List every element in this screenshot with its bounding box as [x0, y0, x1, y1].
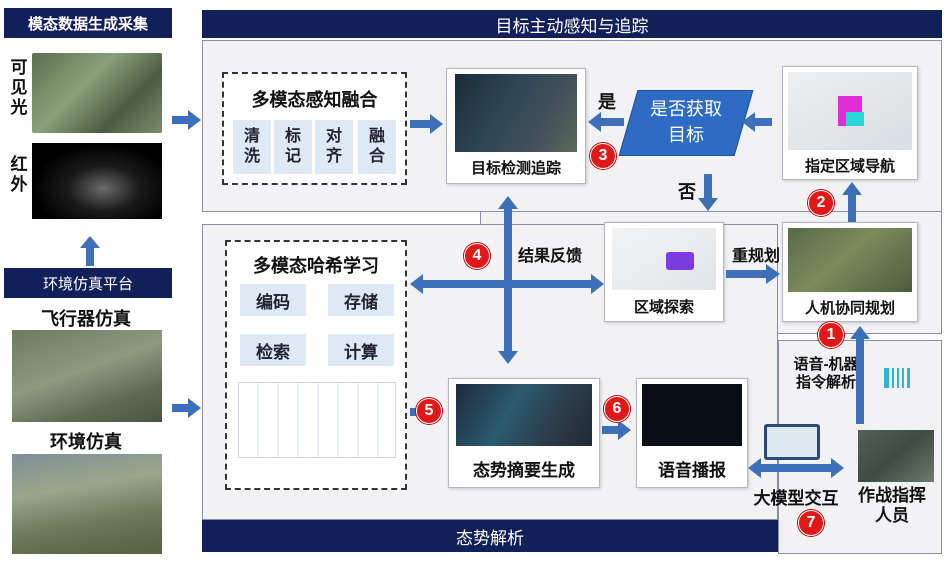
- commander-label: 作战指挥人员: [858, 486, 926, 525]
- env-sim-image: [12, 454, 162, 554]
- env-sim-label: 环境仿真: [50, 432, 122, 452]
- badge-2: 2: [808, 190, 834, 216]
- badge-7: 7: [798, 510, 824, 536]
- arrow-coplan-to-nav: [842, 182, 862, 222]
- hash-chip-compute: 计算: [328, 334, 394, 366]
- voice-label: 语音播报: [658, 461, 726, 480]
- detect-label: 目标检测追踪: [470, 160, 561, 177]
- summary-image: [456, 384, 592, 446]
- fusion-chip-fuse: 融合: [358, 120, 396, 174]
- top-section-title: 目标主动感知与追踪: [202, 10, 942, 38]
- laptop-icon: [764, 424, 820, 460]
- modal-data-title: 模态数据生成采集: [4, 8, 172, 38]
- yes-label: 是: [598, 92, 616, 112]
- hash-title: 多模态哈希学习: [253, 256, 379, 276]
- hash-chip-encode: 编码: [240, 284, 306, 316]
- feedback-label: 结果反馈: [517, 248, 582, 265]
- llm-label: 大模型交互: [753, 489, 839, 508]
- replan-label: 重规划: [731, 248, 780, 265]
- hash-chip-store: 存储: [328, 284, 394, 316]
- voice-image: [642, 384, 742, 446]
- arrow-fusion-to-detect: [410, 114, 446, 134]
- fusion-chip-align: 对齐: [315, 120, 353, 174]
- arrow-modal-to-top: [172, 110, 202, 130]
- hash-network-diagram: [238, 382, 396, 458]
- env-platform-title: 环境仿真平台: [4, 268, 172, 298]
- visible-label: 可见光: [10, 58, 28, 117]
- waveform-icon: [884, 368, 910, 388]
- fusion-chip-mark: 标记: [274, 120, 312, 174]
- coplan-image: [788, 228, 912, 292]
- arrow-llm-double: [748, 458, 844, 478]
- explore-image: [612, 228, 716, 290]
- fusion-title: 多模态感知融合: [251, 90, 378, 110]
- arrow-nav-to-decision: [742, 112, 772, 132]
- detect-image: [455, 74, 577, 152]
- no-label: 否: [678, 182, 696, 202]
- arrow-env-to-bottom: [172, 398, 202, 418]
- up-arrow-to-modal: [80, 236, 100, 266]
- badge-1: 1: [818, 322, 844, 348]
- commander-image: [858, 430, 934, 482]
- visible-image: [32, 53, 162, 133]
- parse-label: 语音-机器指令解析: [793, 356, 859, 391]
- nav-marker-cyan: [846, 112, 864, 126]
- hash-chip-retrieve: 检索: [240, 334, 306, 366]
- badge-5: 5: [416, 398, 442, 424]
- flight-sim-label: 飞行器仿真: [41, 309, 131, 329]
- badge-4: 4: [464, 243, 490, 269]
- arrow-decision-to-explore: [698, 174, 718, 214]
- explore-label: 区域探索: [633, 299, 694, 316]
- decision-label: 是否获取目标: [650, 99, 722, 145]
- feedback-horizontal-arrow: [410, 274, 604, 294]
- summary-label: 态势摘要生成: [473, 461, 575, 480]
- badge-3: 3: [590, 143, 616, 169]
- arrow-summary-to-voice: [602, 420, 634, 440]
- arrow-commander-to-coplan: [850, 326, 870, 424]
- coplan-label: 人机协同规划: [804, 300, 895, 317]
- arrow-explore-to-coplan: [726, 264, 782, 284]
- badge-6: 6: [604, 396, 630, 422]
- explore-marker: [666, 252, 694, 270]
- nav-label: 指定区域导航: [804, 158, 895, 175]
- flight-sim-image: [12, 330, 162, 422]
- fusion-chip-clean: 清洗: [233, 120, 271, 174]
- arrow-decision-to-detect: [588, 112, 624, 132]
- infrared-label: 红外: [10, 155, 28, 194]
- infrared-image: [32, 143, 162, 219]
- bottom-section-title: 态势解析: [202, 520, 778, 552]
